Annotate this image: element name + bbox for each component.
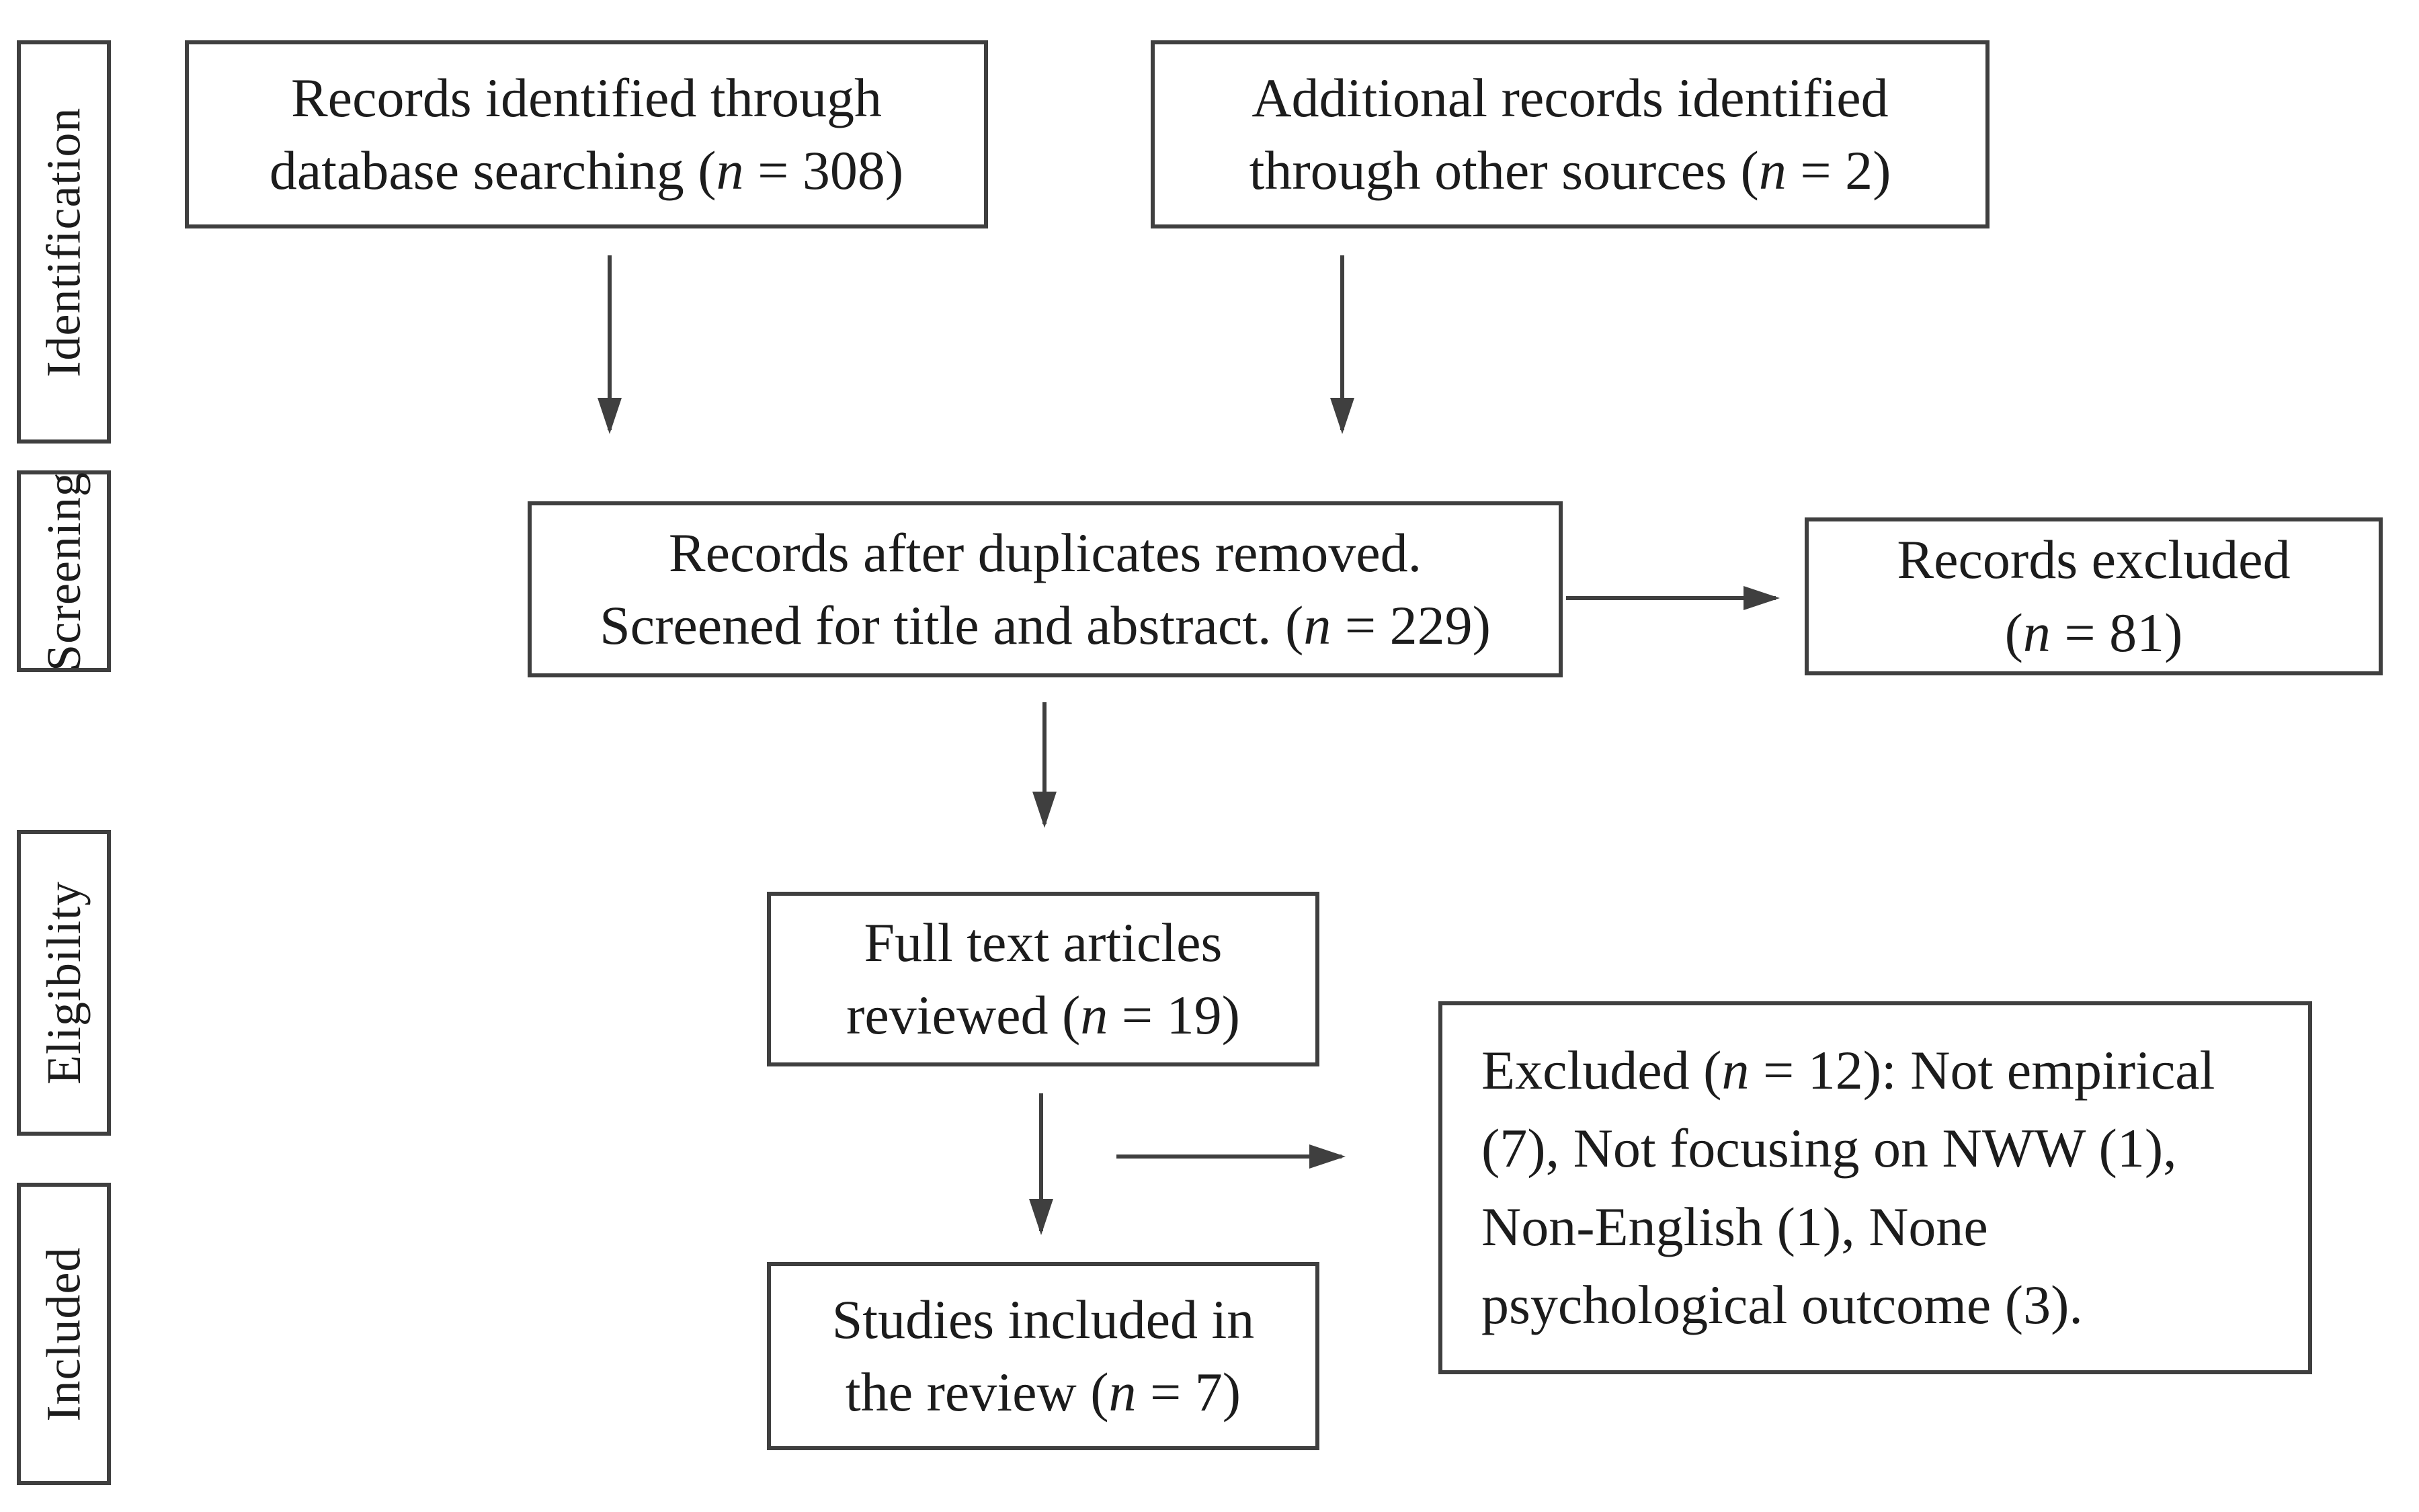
stage-label-eligibility: Eligibility bbox=[36, 880, 91, 1085]
box-text-line: psychological outcome (3). bbox=[1481, 1273, 2083, 1335]
box-studies-included: Studies included in the review (n = 7) bbox=[767, 1262, 1319, 1450]
box-text-line: Screened for title and abstract. (n = 22… bbox=[600, 595, 1491, 656]
box-full-text-reviewed: Full text articles reviewed (n = 19) bbox=[767, 892, 1319, 1066]
stage-box-eligibility: Eligibility bbox=[17, 830, 111, 1136]
stage-label-included: Included bbox=[36, 1247, 91, 1421]
box-text-line: Excluded (n = 12): Not empirical bbox=[1481, 1039, 2215, 1101]
stage-box-included: Included bbox=[17, 1183, 111, 1485]
box-text-line: Studies included in bbox=[831, 1288, 1255, 1350]
box-text-line: reviewed (n = 19) bbox=[846, 984, 1240, 1046]
stage-label-identification: Identification bbox=[36, 107, 91, 377]
box-text-line: (n = 81) bbox=[2004, 601, 2183, 663]
box-text-line: the review (n = 7) bbox=[845, 1361, 1241, 1423]
box-text-line: database searching (n = 308) bbox=[269, 140, 904, 201]
box-text-line: Records identified through bbox=[290, 67, 883, 128]
box-text-line: Full text articles bbox=[864, 911, 1223, 973]
box-additional-records: Additional records identified through oth… bbox=[1151, 40, 1990, 228]
box-text-line: through other sources (n = 2) bbox=[1249, 140, 1891, 201]
box-records-excluded: Records excluded (n = 81) bbox=[1805, 517, 2383, 675]
box-text-line: Records excluded bbox=[1897, 529, 2291, 591]
stage-box-screening: Screening bbox=[17, 470, 111, 672]
stage-box-identification: Identification bbox=[17, 40, 111, 444]
box-text-line: (7), Not focusing on NWW (1), bbox=[1481, 1118, 2177, 1179]
stage-label-screening: Screening bbox=[36, 471, 91, 671]
box-after-duplicates-removed: Records after duplicates removed. Screene… bbox=[528, 501, 1563, 677]
box-text-line: Non-English (1), None bbox=[1481, 1195, 1988, 1257]
box-records-identified: Records identified through database searc… bbox=[185, 40, 988, 228]
box-full-text-excluded: Excluded (n = 12): Not empirical (7), Not… bbox=[1438, 1001, 2312, 1374]
box-text-line: Records after duplicates removed. bbox=[668, 521, 1422, 583]
box-text-line: Additional records identified bbox=[1252, 67, 1889, 128]
